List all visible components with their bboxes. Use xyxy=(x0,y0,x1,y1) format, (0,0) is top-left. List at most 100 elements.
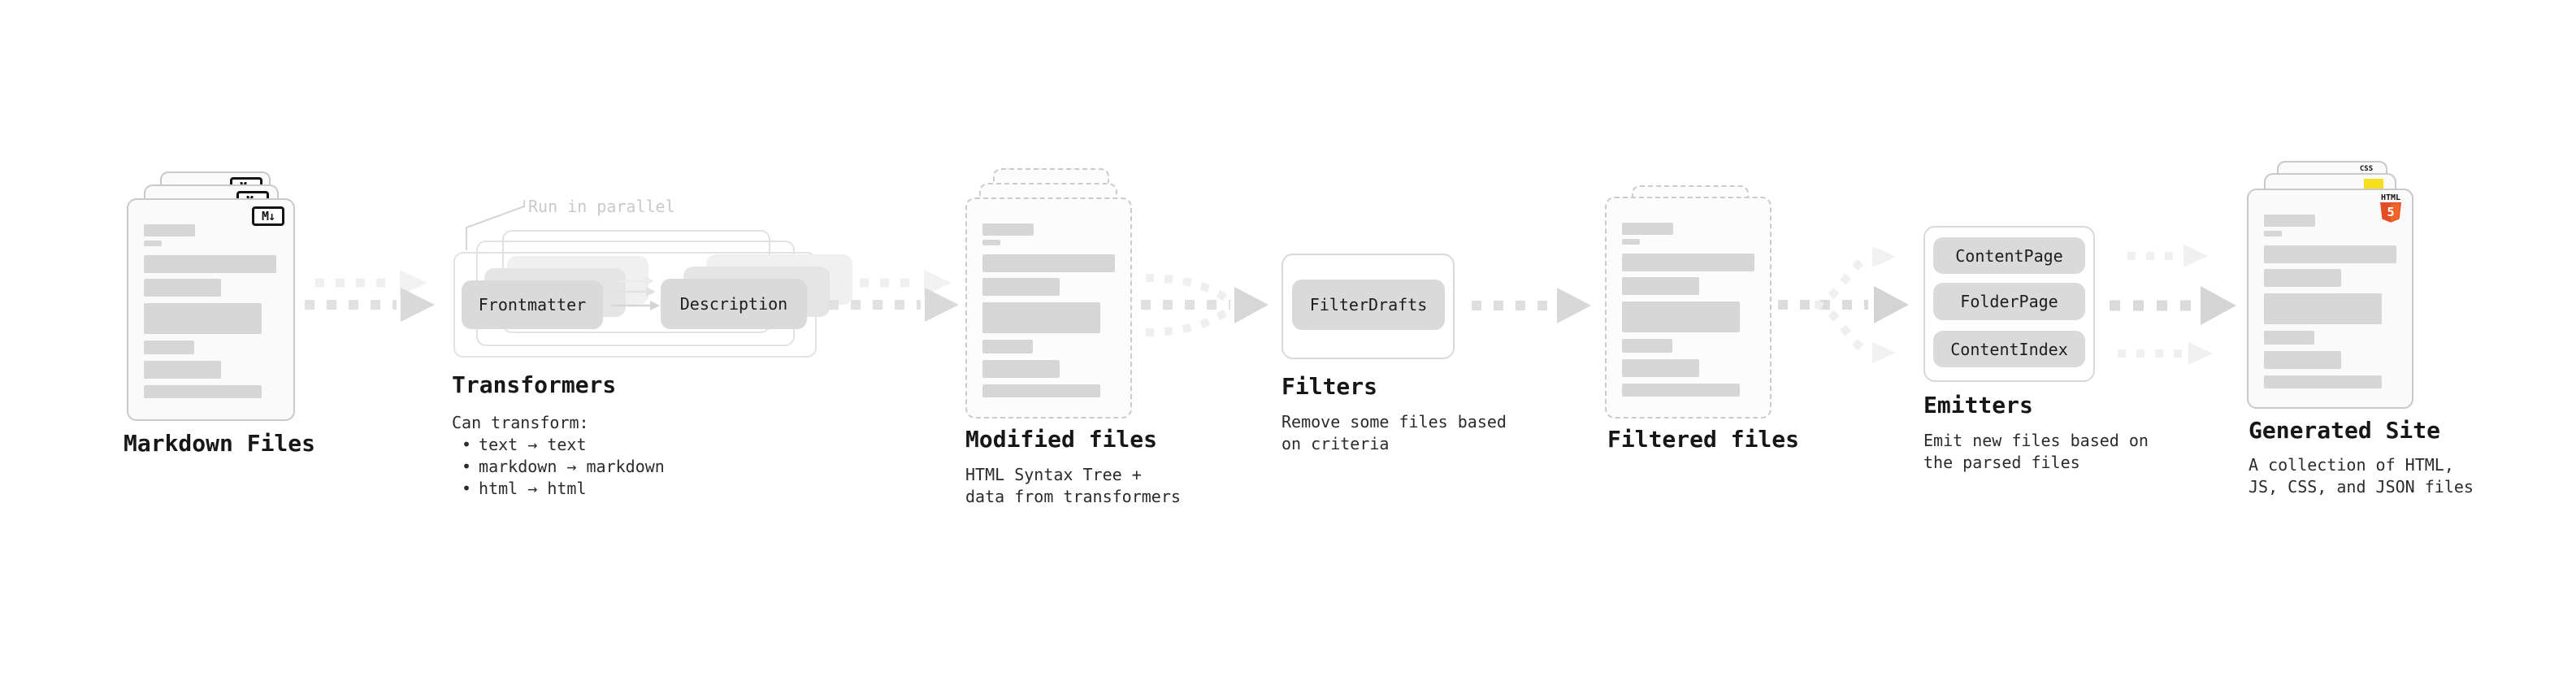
desc-line: Remove some files based xyxy=(1281,412,1507,432)
flow-arrow-filters-to-filtered xyxy=(1472,288,1591,323)
flow-arrow-markdown-to-transformers xyxy=(305,270,435,322)
doc-placeholder-bar xyxy=(1622,359,1699,377)
doc-placeholder-bar xyxy=(1622,223,1673,235)
arrow-light-top xyxy=(2127,245,2208,267)
contentpage-pill: ContentPage xyxy=(1933,237,2085,274)
bullet-text: html → html xyxy=(479,479,587,498)
doc-placeholder-bar xyxy=(982,384,1100,397)
transform-bullet: • text → text xyxy=(452,434,665,456)
doc-placeholder-bar xyxy=(982,240,1000,245)
doc-placeholder-bar xyxy=(982,360,1060,378)
doc-placeholder-bar xyxy=(1622,277,1699,295)
arrow-ghost xyxy=(315,270,427,296)
mini-arrow xyxy=(614,287,656,297)
desc-line: Emit new files based on xyxy=(1923,431,2149,450)
bullet-text: markdown → markdown xyxy=(479,457,665,476)
desc-line: the parsed files xyxy=(1923,453,2080,472)
arrow-head xyxy=(1874,286,1909,323)
transformers-title: Transformers xyxy=(452,371,617,398)
javascript-icon xyxy=(2364,179,2383,190)
doc-placeholder-bar xyxy=(982,254,1115,272)
arrow-main-middle xyxy=(2110,286,2236,325)
frontmatter-pill: Frontmatter xyxy=(462,280,603,329)
desc-line: A collection of HTML, xyxy=(2249,455,2454,475)
arrow-main xyxy=(829,288,959,322)
filtered-file-page-front xyxy=(1605,197,1772,419)
bullet-dot: • xyxy=(462,435,472,454)
description-pill: Description xyxy=(661,279,807,329)
emitters-title: Emitters xyxy=(1923,392,2033,419)
transform-bullet: • markdown → markdown xyxy=(452,456,665,478)
doc-placeholder-bar xyxy=(1622,339,1672,353)
doc-placeholder-bar xyxy=(2264,269,2341,287)
html5-icon: HTML 5 xyxy=(2379,194,2402,227)
doc-placeholder-bar xyxy=(1622,239,1640,245)
modified-files-title: Modified files xyxy=(965,426,1158,453)
bullet-text: text → text xyxy=(479,435,587,454)
doc-placeholder-bar xyxy=(144,255,276,273)
run-in-parallel-leader-line xyxy=(466,200,525,250)
desc-line: HTML Syntax Tree + xyxy=(965,465,1142,484)
run-in-parallel-label: Run in parallel xyxy=(528,197,675,216)
doc-placeholder-bar xyxy=(144,279,221,297)
converge-bottom-path xyxy=(1145,307,1230,336)
converge-top-path xyxy=(1145,274,1230,303)
mini-arrow xyxy=(618,276,654,286)
markdown-file-page-front: M↓ xyxy=(127,198,295,421)
arrow-head-light xyxy=(1872,246,1896,267)
contentindex-pill: ContentIndex xyxy=(1933,331,2085,367)
doc-placeholder-bar xyxy=(1622,301,1740,332)
css-icon-label: CSS xyxy=(2359,165,2374,173)
doc-placeholder-bar xyxy=(982,302,1100,333)
doc-placeholder-bar xyxy=(2264,375,2382,388)
doc-placeholder-bar xyxy=(1622,254,1754,271)
markdown-icon: M↓ xyxy=(252,206,284,226)
html5-icon-label: HTML xyxy=(2380,193,2401,202)
generated-site-title: Generated Site xyxy=(2249,417,2441,444)
filters-description: Remove some files based on criteria xyxy=(1281,411,1507,455)
arrow-ghost xyxy=(839,270,952,296)
generated-site-page-front: HTML 5 xyxy=(2247,189,2413,409)
transformers-description: Can transform: • text → text • markdown … xyxy=(452,412,665,500)
bullet-dot: • xyxy=(462,457,472,476)
doc-placeholder-bar xyxy=(144,385,262,398)
doc-placeholder-bar xyxy=(2264,231,2282,236)
generated-site-description: A collection of HTML, JS, CSS, and JSON … xyxy=(2249,454,2474,498)
desc-line: on criteria xyxy=(1281,434,1390,453)
doc-placeholder-bar xyxy=(2264,351,2341,369)
desc-line: JS, CSS, and JSON files xyxy=(2249,477,2474,497)
diverge-top-path xyxy=(1814,253,1871,309)
mini-arrow xyxy=(612,301,660,310)
doc-placeholder-bar xyxy=(144,303,262,334)
svg-text:5: 5 xyxy=(2387,205,2394,219)
doc-placeholder-bar xyxy=(2264,215,2315,227)
emitters-description: Emit new files based on the parsed files xyxy=(1923,430,2149,474)
modified-files-description: HTML Syntax Tree + data from transformer… xyxy=(965,464,1181,508)
doc-placeholder-bar xyxy=(144,340,194,354)
flow-arrow-modified-to-filters xyxy=(1141,274,1268,336)
markdown-files-title: Markdown Files xyxy=(124,430,316,457)
doc-placeholder-bar xyxy=(2264,245,2396,263)
html5-shield: 5 xyxy=(2380,202,2401,223)
arrow-main xyxy=(305,288,435,322)
filters-title: Filters xyxy=(1281,373,1378,400)
bullet-dot: • xyxy=(462,479,472,498)
folderpage-pill: FolderPage xyxy=(1933,283,2085,320)
doc-placeholder-bar xyxy=(144,241,162,246)
document-placeholder-text xyxy=(144,224,280,398)
doc-placeholder-bar xyxy=(2264,293,2382,324)
doc-placeholder-bar xyxy=(144,224,195,236)
document-placeholder-text xyxy=(982,223,1117,397)
document-placeholder-text xyxy=(2264,215,2399,388)
doc-placeholder-bar xyxy=(982,278,1060,296)
doc-placeholder-bar xyxy=(144,361,221,379)
filtered-files-title: Filtered files xyxy=(1607,426,1800,453)
arrow-light-bottom xyxy=(2118,342,2213,365)
flow-arrow-filtered-to-emitters xyxy=(1778,246,1909,363)
can-transform-heading: Can transform: xyxy=(452,413,589,432)
flow-arrow-transformers-to-modified xyxy=(829,270,959,322)
transform-mini-arrows xyxy=(612,276,660,310)
document-placeholder-text xyxy=(1622,223,1757,397)
flow-arrows-emitters-to-generated xyxy=(2110,245,2236,365)
